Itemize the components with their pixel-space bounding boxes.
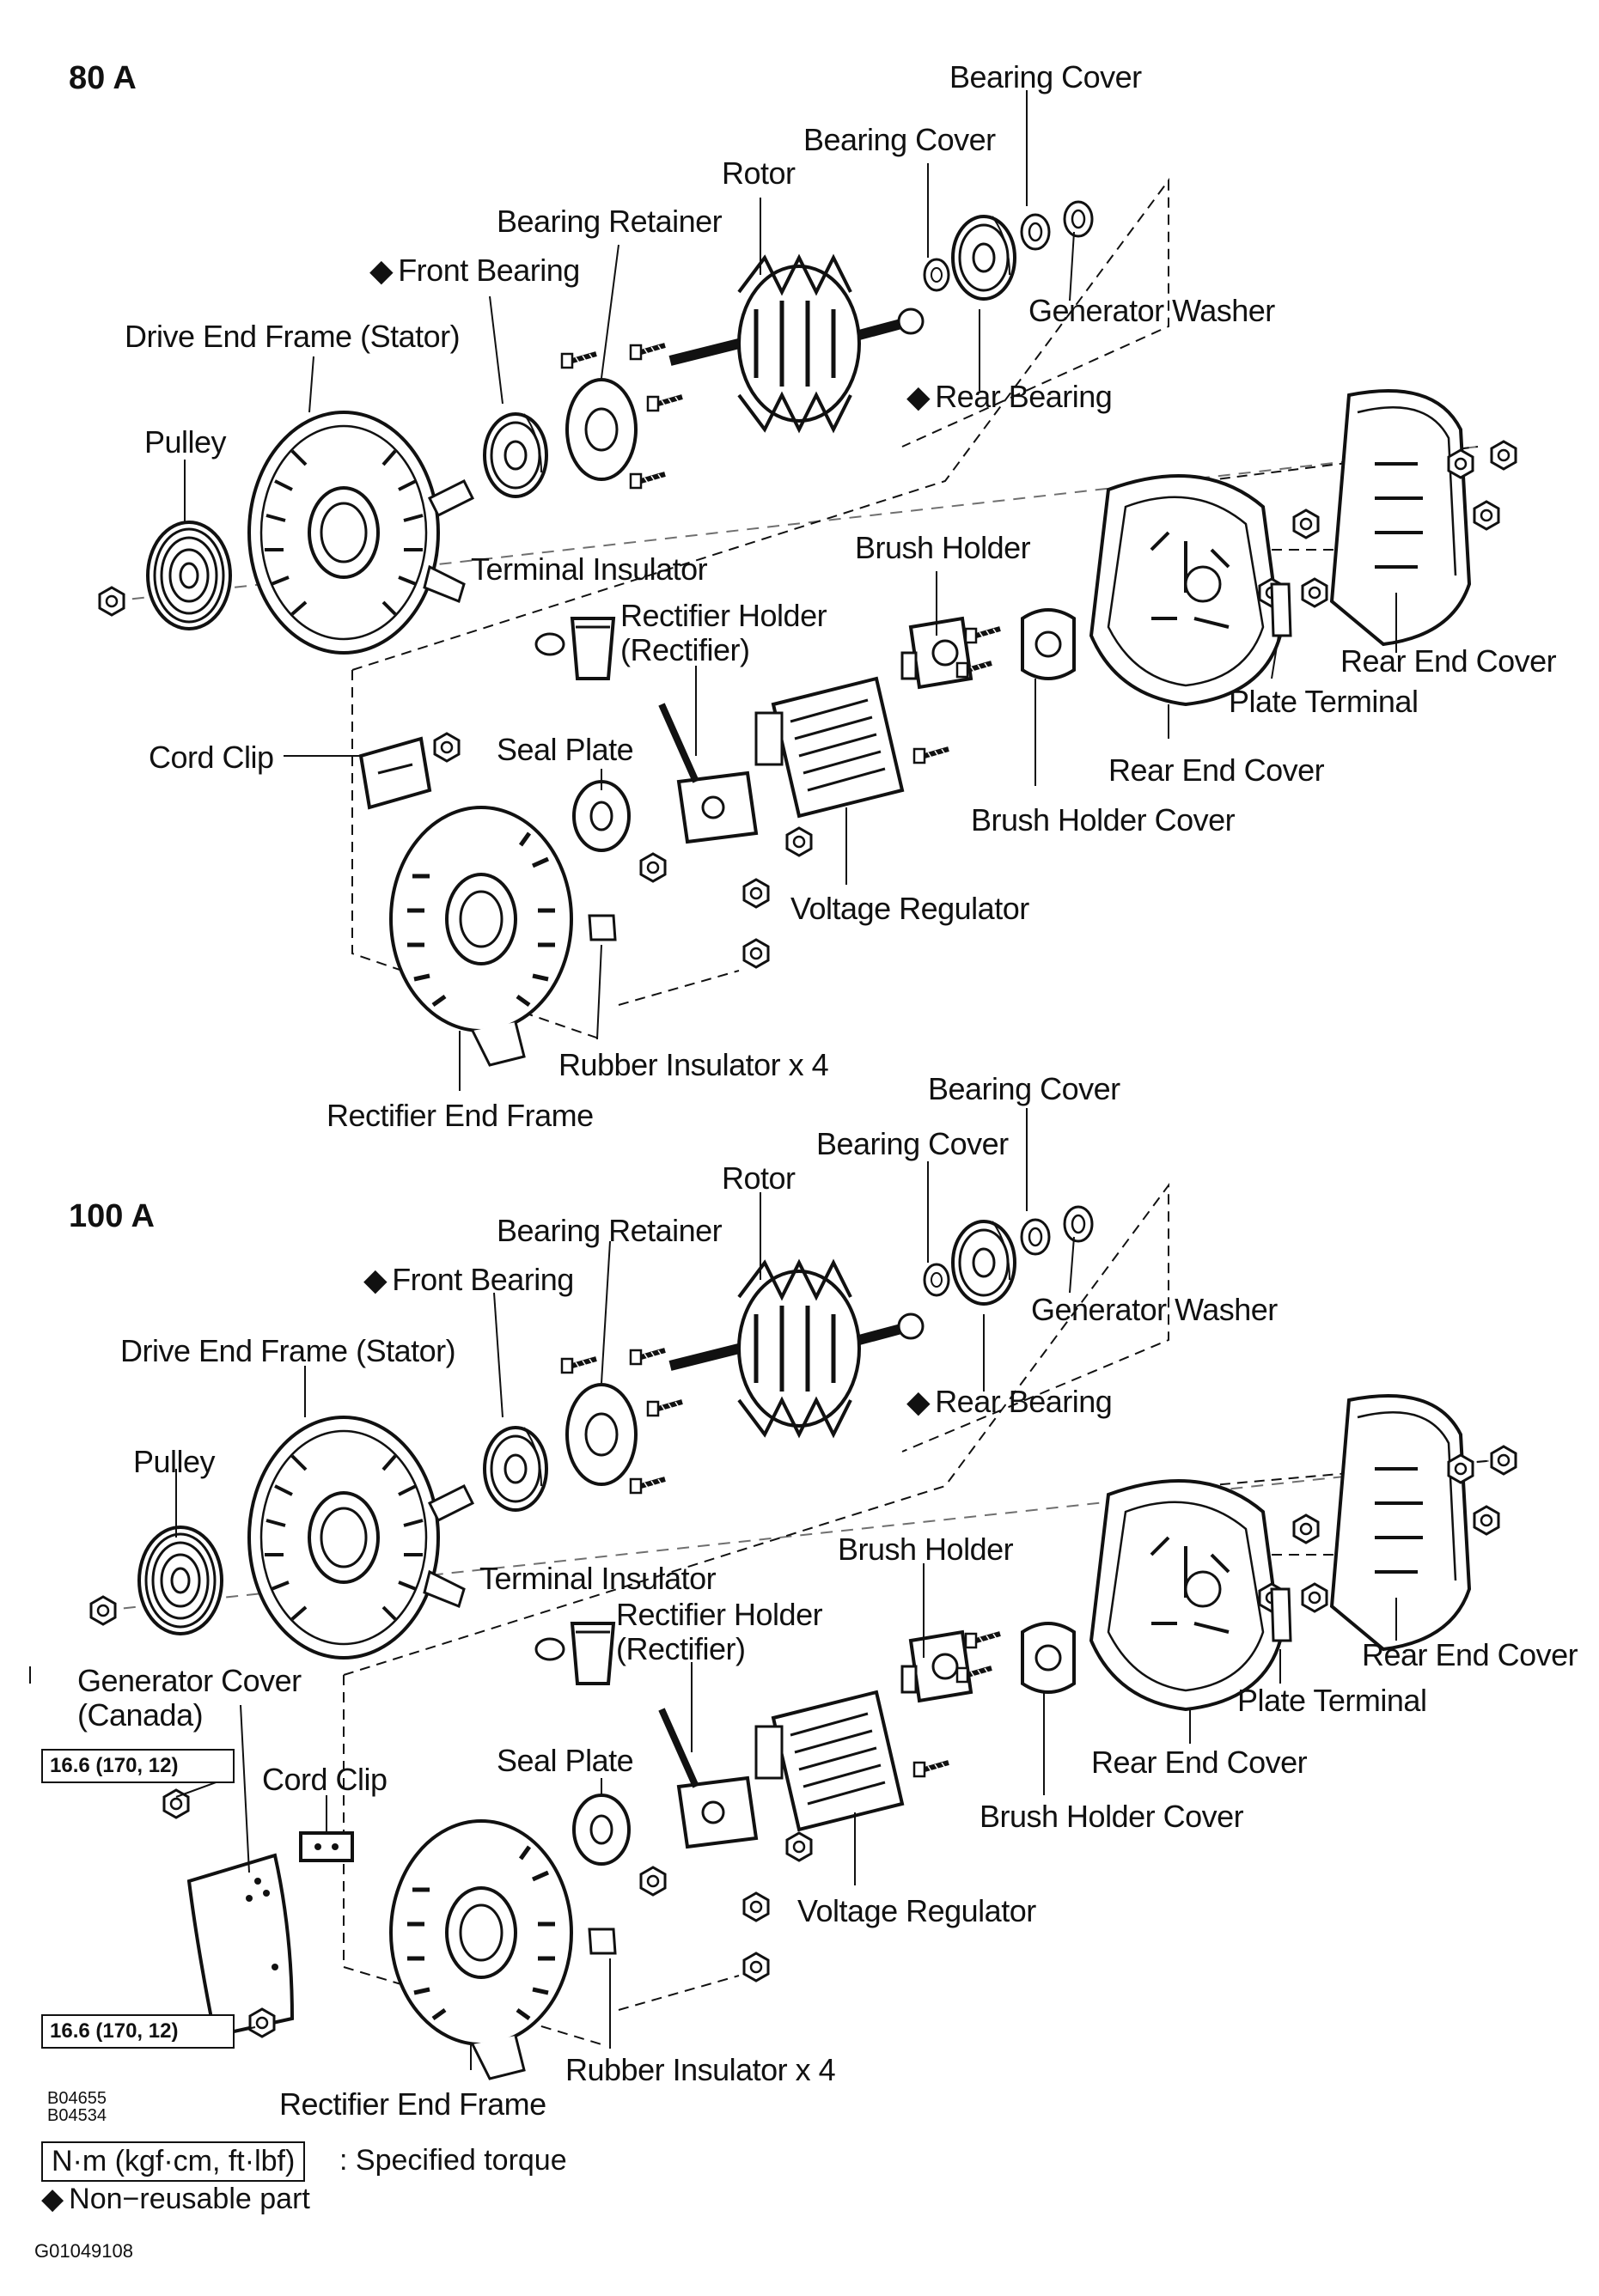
label-rear-bearing: ◆Rear Bearing — [906, 1384, 1113, 1419]
label-rectifier-holder: Rectifier Holder — [620, 598, 827, 633]
label-brush-holder: Brush Holder — [838, 1532, 1014, 1567]
label-voltage-regulator: Voltage Regulator — [790, 891, 1029, 926]
label-drive-end-frame: Drive End Frame (Stator) — [120, 1333, 456, 1368]
non-reusable-diamond-icon: ◆ — [906, 1384, 931, 1419]
label-brush-holder-cover: Brush Holder Cover — [971, 802, 1236, 837]
label-bearing-retainer: Bearing Retainer — [497, 1213, 723, 1248]
label-generator-cover-sub: (Canada) — [77, 1697, 204, 1733]
label-rotor: Rotor — [722, 155, 796, 191]
label-rectifier-holder: Rectifier Holder — [616, 1597, 823, 1632]
non-reusable-diamond-icon: ◆ — [363, 1262, 388, 1297]
label-voltage-regulator: Voltage Regulator — [797, 1893, 1036, 1928]
bottom-leader-lines — [175, 1108, 1397, 2070]
label-plate-terminal: Plate Terminal — [1229, 684, 1419, 719]
label-bearing-cover-outer: Bearing Cover — [928, 1071, 1120, 1106]
label-rubber-insulator: Rubber Insulator x 4 — [565, 2052, 836, 2087]
section-title-100a: 100 A — [69, 1198, 155, 1234]
label-front-bearing: ◆Front Bearing — [369, 253, 580, 288]
top-section-drawing — [98, 177, 1517, 1065]
label-rear-end-cover-b: Rear End Cover — [1091, 1745, 1308, 1780]
label-rectifier-holder-sub: (Rectifier) — [616, 1631, 746, 1666]
label-brush-holder: Brush Holder — [855, 530, 1031, 565]
torque-spec-lower: 16.6 (170, 12) — [41, 2014, 235, 2049]
label-cord-clip: Cord Clip — [149, 740, 274, 775]
non-reusable-diamond-icon: ◆ — [906, 379, 931, 414]
label-drive-end-frame: Drive End Frame (Stator) — [125, 319, 461, 354]
non-reusable-diamond-icon: ◆ — [41, 2183, 64, 2215]
label-plate-terminal: Plate Terminal — [1237, 1683, 1427, 1718]
label-rear-end-cover-b: Rear End Cover — [1108, 752, 1325, 788]
label-rear-end-cover-a: Rear End Cover — [1362, 1637, 1578, 1672]
label-seal-plate: Seal Plate — [497, 732, 634, 767]
figure-code-1: B04655 — [47, 2089, 107, 2108]
bottom-section-drawing — [89, 1182, 1517, 2079]
label-bearing-cover-outer: Bearing Cover — [949, 59, 1142, 94]
label-generator-cover: Generator Cover — [77, 1663, 302, 1698]
label-rubber-insulator: Rubber Insulator x 4 — [558, 1047, 829, 1082]
label-rear-end-cover-a: Rear End Cover — [1340, 643, 1557, 679]
label-rear-bearing: ◆Rear Bearing — [906, 379, 1113, 414]
label-rectifier-end-frame: Rectifier End Frame — [327, 1098, 594, 1133]
label-pulley: Pulley — [144, 424, 227, 460]
label-terminal-insulator: Terminal Insulator — [471, 551, 708, 587]
label-front-bearing: ◆Front Bearing — [363, 1262, 574, 1297]
non-reusable-diamond-icon: ◆ — [369, 253, 394, 288]
label-brush-holder-cover: Brush Holder Cover — [980, 1799, 1244, 1834]
torque-spec-upper: 16.6 (170, 12) — [41, 1749, 235, 1783]
label-bearing-cover-inner: Bearing Cover — [816, 1126, 1009, 1161]
label-seal-plate: Seal Plate — [497, 1743, 634, 1778]
label-terminal-insulator: Terminal Insulator — [479, 1561, 717, 1596]
legend-torque-unit: N·m (kgf·cm, ft·lbf) — [41, 2141, 306, 2182]
legend-torque-desc: : Specified torque — [339, 2144, 567, 2177]
figure-code-2: B04534 — [47, 2106, 107, 2125]
label-generator-washer: Generator Washer — [1031, 1292, 1278, 1327]
label-rectifier-end-frame: Rectifier End Frame — [279, 2086, 546, 2122]
top-leader-lines — [184, 90, 1397, 1091]
label-pulley: Pulley — [133, 1444, 216, 1479]
label-bearing-retainer: Bearing Retainer — [497, 204, 723, 239]
label-rectifier-holder-sub: (Rectifier) — [620, 632, 750, 667]
label-bearing-cover-inner: Bearing Cover — [803, 122, 996, 157]
label-cord-clip: Cord Clip — [262, 1762, 388, 1797]
section-title-80a: 80 A — [69, 60, 137, 96]
legend-non-reusable: ◆Non−reusable part — [41, 2183, 310, 2215]
label-generator-washer: Generator Washer — [1028, 293, 1275, 328]
label-rotor: Rotor — [722, 1160, 796, 1196]
figure-id: G01049108 — [34, 2240, 133, 2262]
